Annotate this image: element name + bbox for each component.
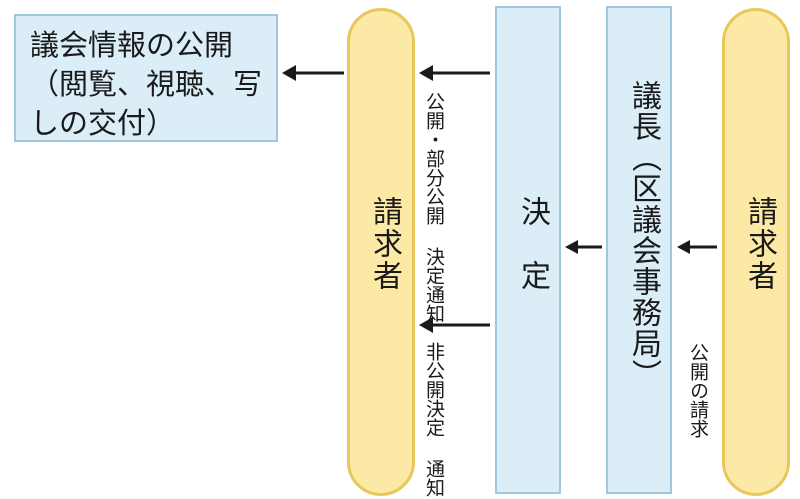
nondisclosure-line-1: 非公開決定 [423, 342, 445, 437]
decision-box [495, 6, 561, 494]
outcome-line-1: 議会情報の公開 [30, 28, 234, 62]
requester-right-label: 請求者 [742, 196, 777, 292]
requester-right-pill [722, 8, 790, 496]
disclosure-decision-line-1: 公開・部分公開 [423, 92, 445, 225]
requester-left-label: 請求者 [367, 196, 402, 292]
arrow-nondisclosure-notice-head [419, 317, 433, 333]
chair-label: 議長（区議会事務局） [626, 80, 661, 390]
arrow-chair-to-decision-head [565, 240, 578, 254]
nondisclosure-line-2: 通知 [423, 459, 445, 497]
decision-label: 決 定 [515, 196, 550, 292]
nondisclosure-notice-label: 非公開決定 通知 [421, 342, 447, 497]
disclosure-decision-notice-label: 公開・部分公開 決定通知 [421, 92, 447, 323]
disclosure-decision-line-2: 決定通知 [423, 247, 445, 323]
chair-box [606, 6, 672, 494]
outcome-line-2: （閲覧、視聴、写 [30, 67, 263, 101]
arrow-request-head [677, 240, 690, 254]
outcome-line-3: しの交付） [30, 106, 176, 140]
request-label: 公開の請求 [687, 343, 709, 438]
requester-left-pill [347, 8, 415, 496]
arrow-disclosure-notice-head [419, 65, 433, 81]
public-disclosure-box: 議会情報の公開 （閲覧、視聴、写 しの交付） [14, 14, 278, 142]
arrow-to-outcome-head [282, 65, 296, 81]
